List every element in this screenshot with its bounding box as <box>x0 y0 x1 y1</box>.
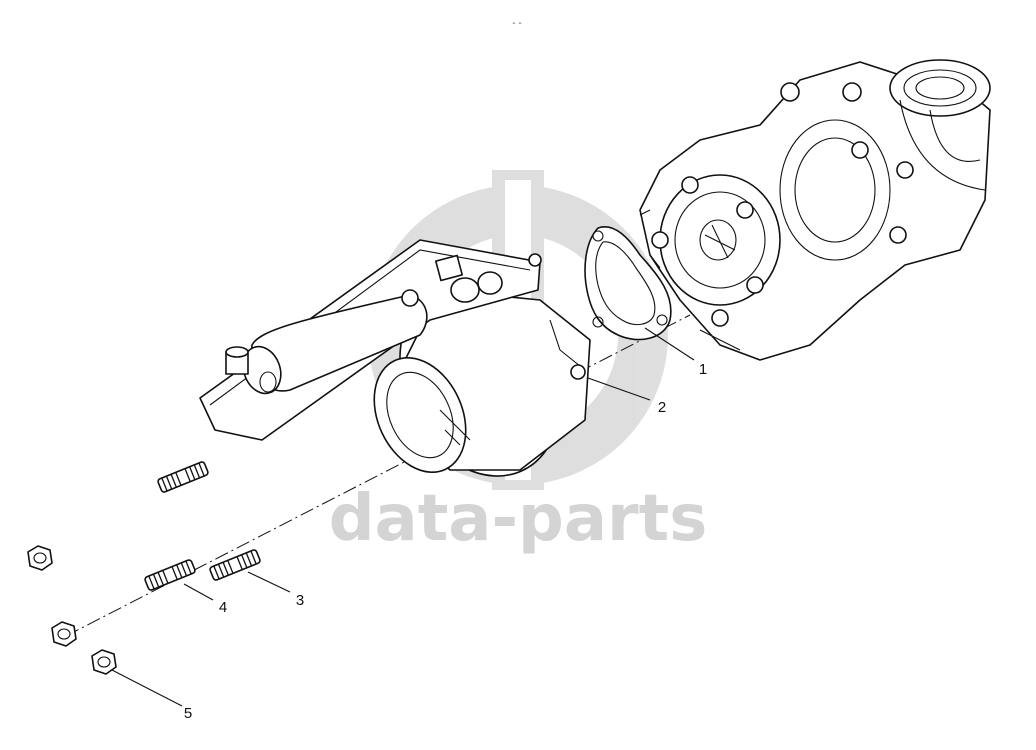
exhaust-brake-valve <box>199 239 591 477</box>
nut-upper <box>27 545 53 571</box>
callout-label-5: 5 <box>184 705 192 722</box>
leader-line-5 <box>111 669 183 707</box>
nut-part-5 <box>91 649 117 675</box>
watermark-text: data-parts <box>329 482 708 556</box>
stud-upper <box>157 461 209 493</box>
callout-label-2: 2 <box>658 399 666 416</box>
leader-line-3 <box>247 571 291 593</box>
callout-label-3: 3 <box>296 592 304 609</box>
nut-middle <box>51 621 77 647</box>
leader-line-4 <box>183 583 214 601</box>
turbocharger <box>639 59 991 361</box>
callout-label-1: 1 <box>699 361 707 378</box>
callout-label-4: 4 <box>219 599 227 616</box>
page-mark: - - <box>512 18 521 29</box>
leader-line-1 <box>644 327 695 361</box>
stud-part-4 <box>144 559 196 591</box>
stud-part-3 <box>209 549 261 581</box>
leader-line-2 <box>587 377 651 401</box>
flange-gasket <box>584 226 672 341</box>
